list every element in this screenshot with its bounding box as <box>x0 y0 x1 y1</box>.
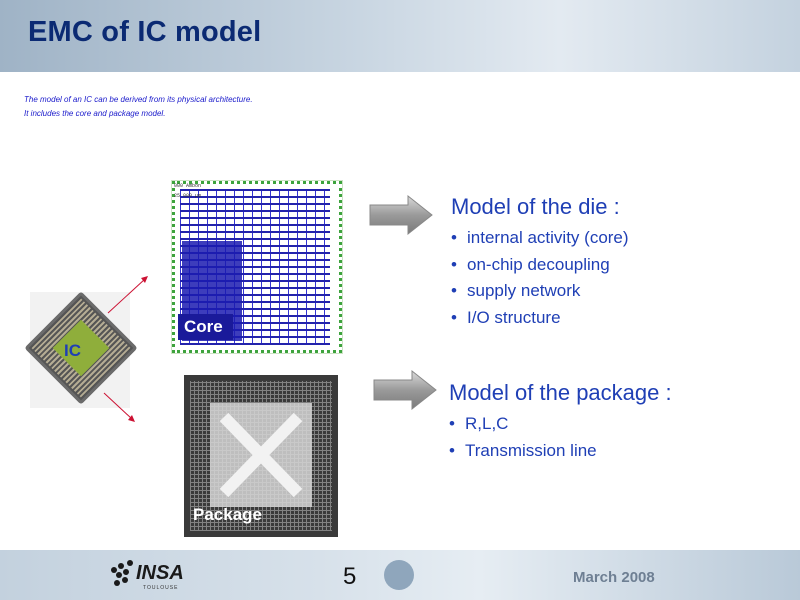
package-x-pattern <box>219 412 303 498</box>
package-model-title: Model of the package : <box>449 380 672 405</box>
package-xray-image <box>184 375 338 537</box>
ic-label: IC <box>64 341 81 360</box>
list-item: •R,L,C <box>449 414 509 433</box>
die-model-list: •internal activity (core) •on-chip decou… <box>451 225 629 331</box>
slide-date: March 2008 <box>573 569 655 586</box>
decorative-dot <box>384 560 414 590</box>
package-label: Package <box>193 505 262 524</box>
core-tag-2: 25 000 µm <box>174 193 202 199</box>
package-model-list: •R,L,C •Transmission line <box>449 411 597 464</box>
intro-line-2: It includes the core and package model. <box>24 109 166 118</box>
list-item: •supply network <box>451 281 581 300</box>
core-tag-1: 000 Ambon <box>174 183 202 189</box>
intro-line-1: The model of an IC can be derived from i… <box>24 95 253 104</box>
package-block-arrow <box>373 369 437 411</box>
slide-number: 5 <box>343 563 357 590</box>
header-band <box>0 0 800 72</box>
core-label: Core <box>178 314 233 340</box>
logo-subtext: TOULOUSE <box>143 585 179 591</box>
arrow-to-core-head <box>141 276 148 283</box>
die-model-title: Model of the die : <box>451 194 620 219</box>
core-pad-ring <box>172 181 342 353</box>
list-item: •internal activity (core) <box>451 228 629 247</box>
list-item: •I/O structure <box>451 307 561 327</box>
logo-text: INSA <box>136 562 184 584</box>
intro-text: The model of an IC can be derived from i… <box>24 93 253 121</box>
slide-title: EMC of IC model <box>28 16 262 48</box>
list-item: •on-chip decoupling <box>451 254 610 274</box>
arrow-to-package-head <box>128 415 135 422</box>
insa-logo <box>111 560 133 586</box>
die-block-arrow <box>369 194 433 236</box>
list-item: •Transmission line <box>449 440 597 460</box>
